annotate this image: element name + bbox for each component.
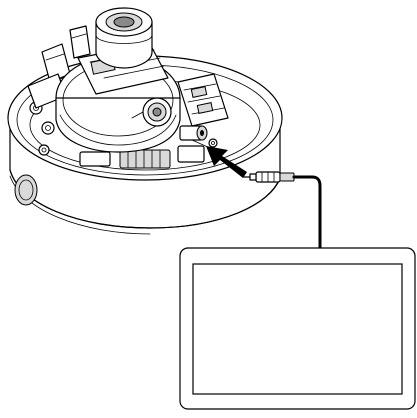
cable	[292, 175, 322, 252]
monitor-screen	[192, 263, 403, 395]
side-board	[177, 73, 229, 127]
rca-plug	[243, 171, 295, 183]
adjustment-knob	[131, 97, 172, 127]
cable-entry-hole	[14, 174, 38, 206]
dome-camera	[7, 7, 283, 235]
connection-arrow	[206, 146, 247, 178]
monitor	[179, 247, 416, 410]
lens	[95, 7, 153, 69]
base-plate	[29, 79, 261, 171]
video-out-port	[179, 125, 218, 148]
